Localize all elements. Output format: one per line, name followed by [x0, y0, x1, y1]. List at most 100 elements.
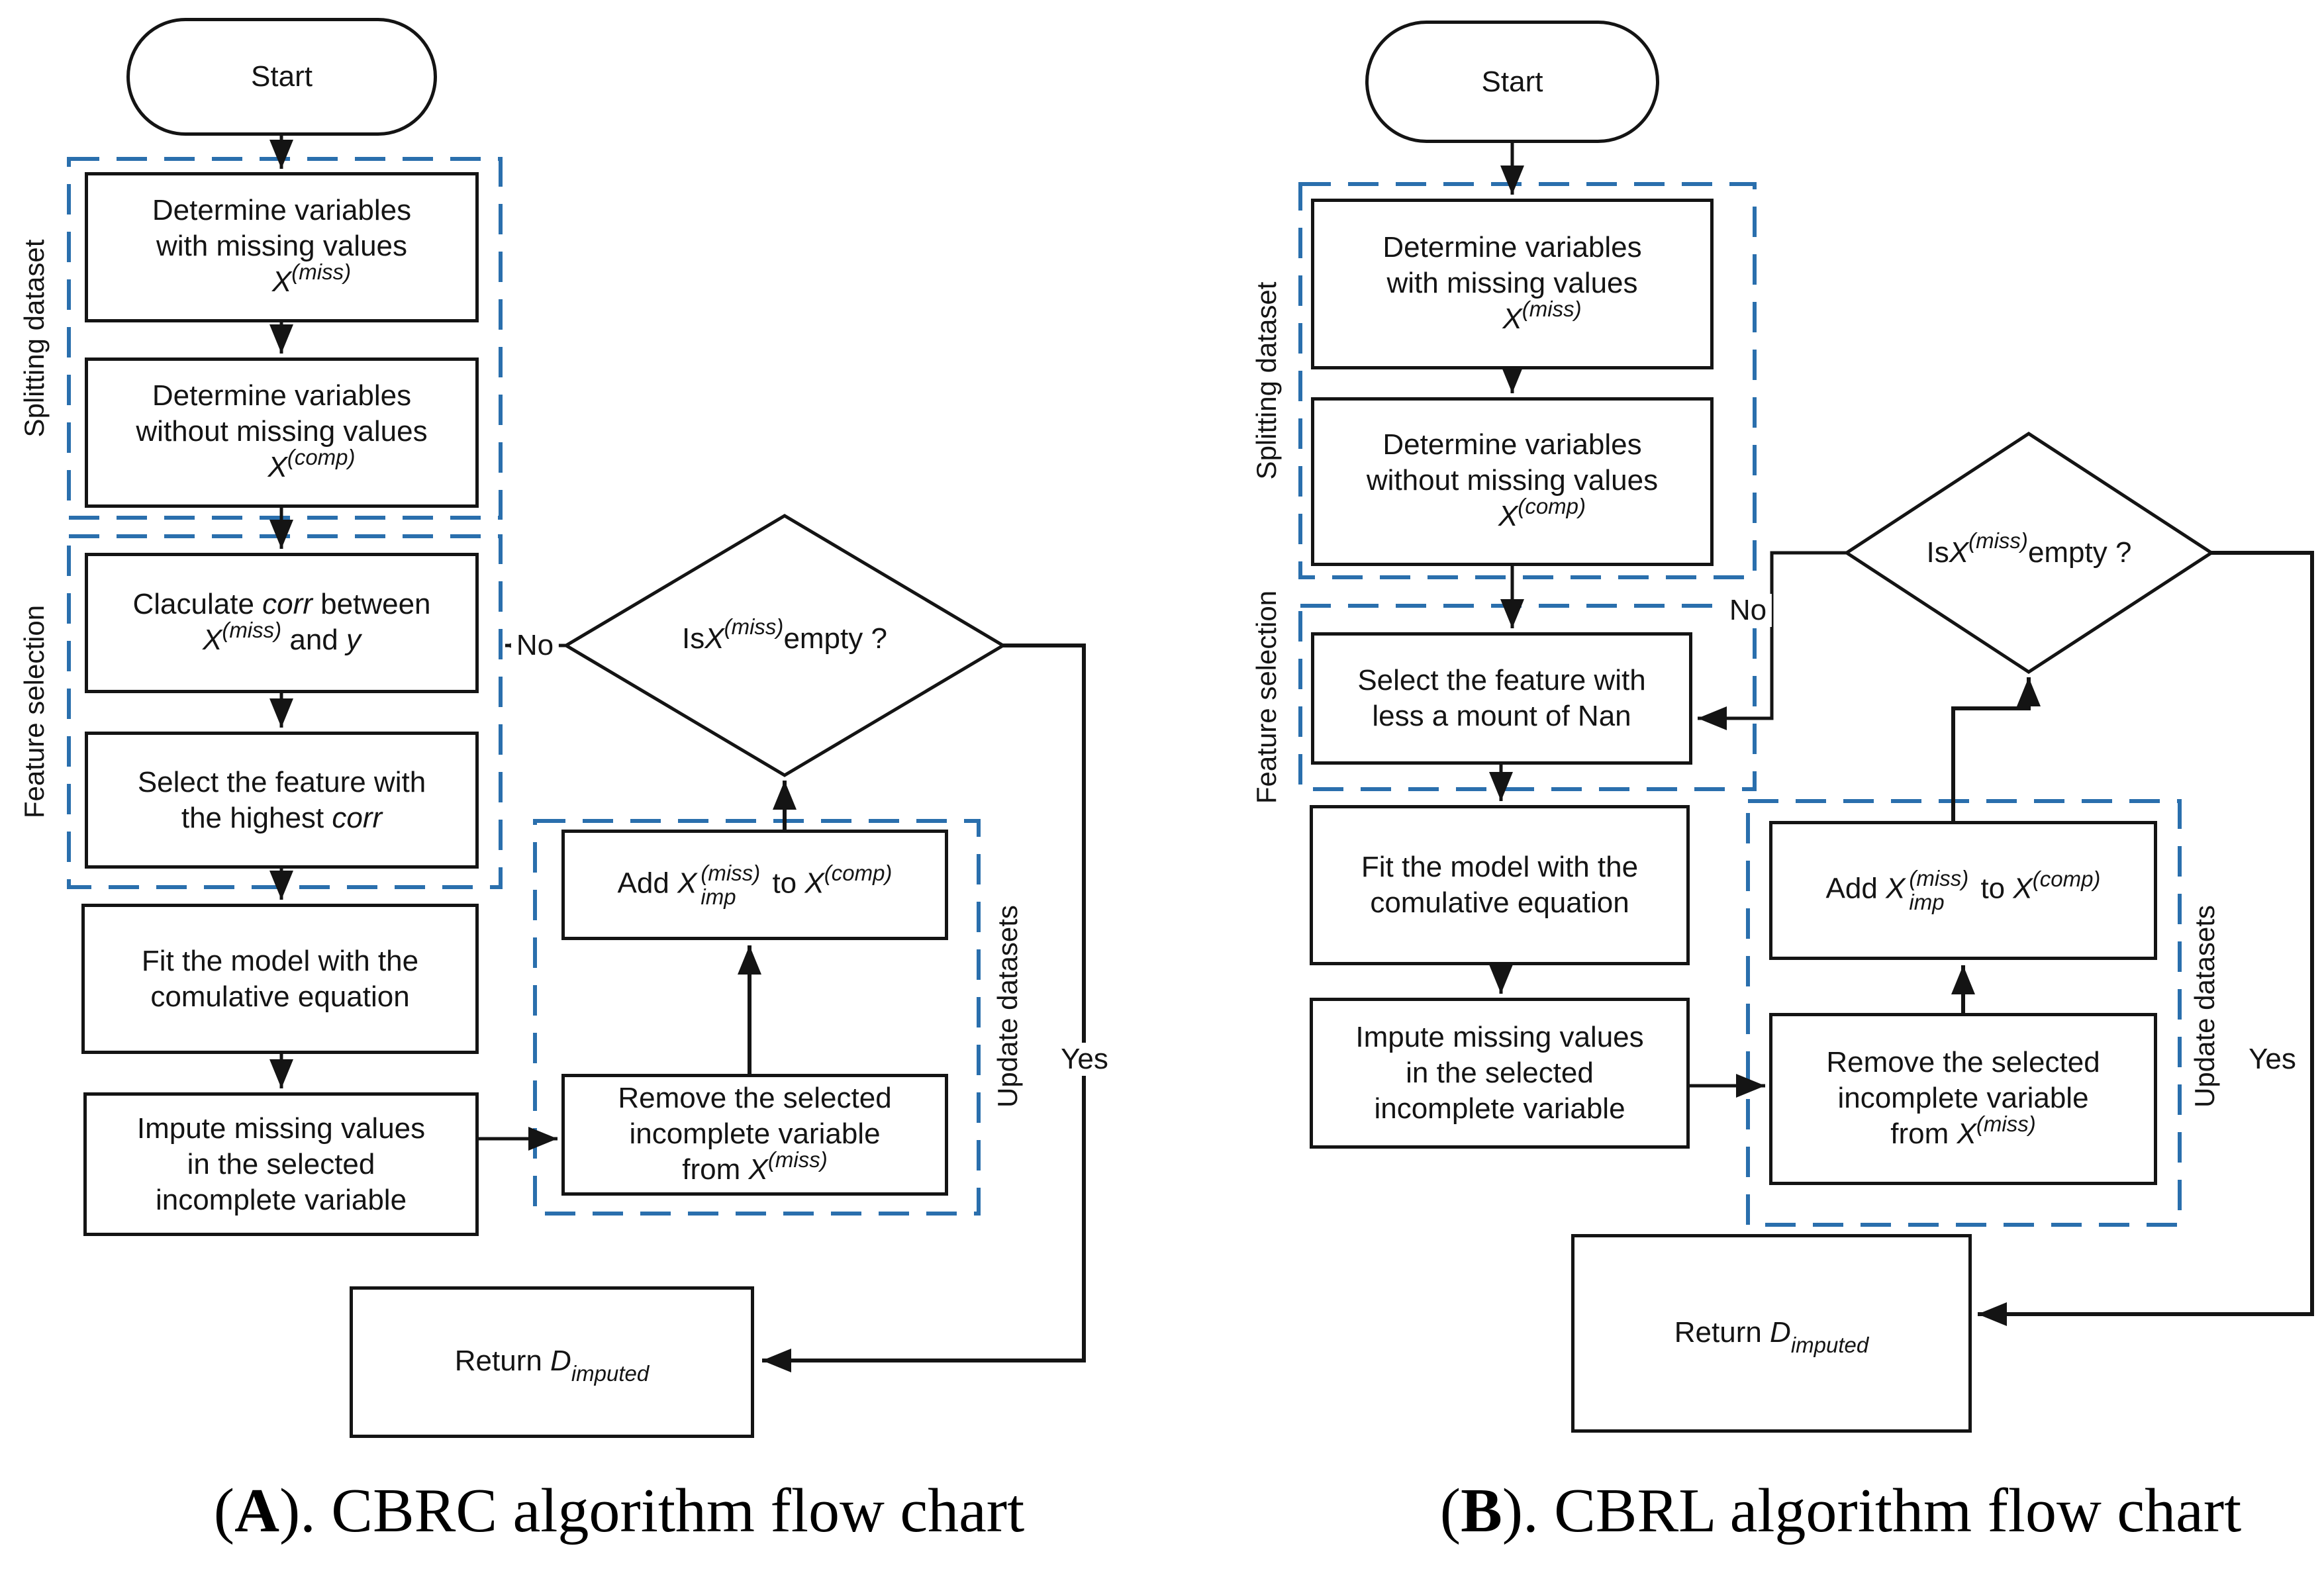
formula-base: X — [2013, 872, 2033, 905]
text-part: Is — [1926, 536, 1949, 569]
group-label-feature-b: Feature selection — [1251, 590, 1282, 804]
step-remove-b: Remove the selected incomplete variable … — [1769, 1013, 2157, 1185]
caption-part: ( — [1439, 1476, 1461, 1545]
group-label-splitting-b: Splitting dataset — [1251, 281, 1282, 480]
decision-text-a: Is X(miss) empty ? — [586, 589, 983, 689]
step-impute-a: Impute missing values in the selected in… — [83, 1092, 479, 1236]
formula-sub: imputed — [1790, 1332, 1869, 1357]
formula-return-a: Return Dimputed — [454, 1343, 649, 1386]
formula-base: X — [202, 623, 222, 656]
text-part: the highest — [181, 801, 332, 834]
branch-label-no-b: No — [1723, 594, 1772, 627]
step-text: comulative equation — [150, 980, 410, 1013]
formula-sup: (miss) — [1909, 866, 1969, 890]
formula-sub: imp — [1909, 890, 1945, 914]
step-text: Remove the selected — [1826, 1045, 2100, 1078]
step-text: Impute missing values — [1355, 1021, 1644, 1053]
start-label-a: Start — [251, 60, 313, 93]
step-add-b: Add X(miss)imp to X(comp) — [1769, 821, 2157, 960]
step-text: incomplete variable — [1837, 1081, 2089, 1114]
terminator-return-b: Return Dimputed — [1571, 1234, 1972, 1433]
caption-a: (A). CBRC algorithm flow chart — [122, 1475, 1116, 1547]
step-select-feature-b: Select the feature with less a mount of … — [1311, 632, 1692, 765]
caption-b: (B). CBRL algorithm flow chart — [1344, 1475, 2324, 1547]
text-part: and — [281, 623, 347, 656]
formula-sup: (miss) — [1522, 296, 1582, 321]
formula-xmiss-and-y-a: X(miss) and y — [202, 618, 361, 660]
text-part: from — [682, 1153, 749, 1186]
step-text: Determine variables — [1382, 230, 1642, 263]
step-determine-missing-b: Determine variables with missing values … — [1311, 199, 1714, 369]
formula-base: X — [704, 622, 724, 655]
formula-sup: (miss) — [222, 617, 282, 642]
caption-part: ). CBRL algorithm flow chart — [1502, 1476, 2242, 1545]
step-text: Determine variables — [152, 194, 412, 226]
step-determine-complete-a: Determine variables without missing valu… — [85, 358, 479, 508]
step-calculate-corr-a: Claculate corr between X(miss) and y — [85, 553, 479, 693]
branch-label-yes-a: Yes — [1055, 1043, 1114, 1076]
text-part: from — [1890, 1117, 1957, 1150]
formula-xmiss-a: X(miss) — [272, 260, 351, 302]
formula-return-b: Return Dimputed — [1674, 1315, 1868, 1357]
formula-sup: (comp) — [2032, 866, 2101, 891]
step-text: the highest corr — [181, 800, 382, 836]
formula-sup: (miss) — [767, 1147, 828, 1172]
group-update-frame-b — [1746, 799, 2182, 1227]
formula-supsub: (miss)imp — [1909, 867, 1968, 914]
formula-base: D — [550, 1345, 571, 1377]
start-label-b: Start — [1481, 65, 1543, 98]
step-text: incomplete variable — [629, 1117, 881, 1150]
text-part: Claculate — [132, 587, 263, 620]
start-terminator-b: Start — [1365, 21, 1659, 143]
formula-from-xmiss-a: from X(miss) — [682, 1147, 827, 1190]
group-label-update-b: Update datasets — [2189, 905, 2220, 1108]
terminator-return-a: Return Dimputed — [350, 1286, 754, 1438]
formula-xmiss-b: X(miss) — [1502, 297, 1581, 339]
arrow-no-branch-b — [1698, 551, 1847, 730]
step-add-a: Add X(miss)imp to X(comp) — [561, 830, 948, 940]
step-text: in the selected — [1406, 1057, 1594, 1089]
step-text: comulative equation — [1370, 886, 1629, 919]
branch-label-yes-b: Yes — [2243, 1043, 2301, 1076]
formula-sup: (miss) — [1968, 528, 2028, 553]
decision-text-b: Is X(miss) empty ? — [1847, 503, 2211, 602]
text-part: Is — [682, 622, 705, 655]
decision-diamond-a — [563, 514, 1006, 777]
step-text: with missing values — [1386, 266, 1638, 299]
step-determine-missing-a: Determine variables with missing values … — [85, 172, 479, 322]
group-feature-frame-b — [1298, 604, 1757, 791]
arrow-yes-branch-b — [1978, 551, 2314, 1326]
step-text: Claculate corr between — [132, 587, 430, 622]
step-determine-complete-b: Determine variables without missing valu… — [1311, 397, 1714, 566]
step-text: incomplete variable — [155, 1183, 407, 1216]
group-label-splitting-a: Splitting dataset — [19, 239, 50, 438]
formula-add-a: Add X(miss)imp to X(comp) — [618, 861, 893, 909]
text-part: Return — [454, 1345, 551, 1377]
formula-xcomp-a: X(comp) — [267, 445, 355, 487]
step-text: with missing values — [156, 230, 408, 262]
step-select-feature-a: Select the feature with the highest corr — [85, 732, 479, 869]
formula-base: X — [1498, 500, 1518, 532]
step-fit-model-a: Fit the model with the comulative equati… — [81, 904, 479, 1054]
arrow-add-to-decision-b — [1951, 677, 2041, 821]
caption-part: ). CBRC algorithm flow chart — [279, 1476, 1025, 1545]
formula-sup: (comp) — [287, 445, 356, 469]
caption-letter: B — [1461, 1476, 1502, 1545]
text-part-italic: corr — [262, 587, 313, 620]
formula-base: X — [804, 867, 824, 900]
text-part: to — [764, 867, 805, 900]
decision-diamond-b — [1843, 432, 2215, 674]
arrow-yes-branch-a — [762, 644, 1086, 1372]
step-text: Select the feature with — [1357, 664, 1646, 696]
group-label-feature-a: Feature selection — [19, 604, 50, 819]
step-remove-a: Remove the selected incomplete variable … — [561, 1074, 948, 1196]
step-text: Determine variables — [152, 379, 412, 412]
step-text: Select the feature with — [137, 765, 426, 798]
formula-sup: (miss) — [1976, 1111, 2036, 1136]
text-part: Return — [1674, 1315, 1770, 1349]
text-part: empty ? — [783, 622, 887, 655]
